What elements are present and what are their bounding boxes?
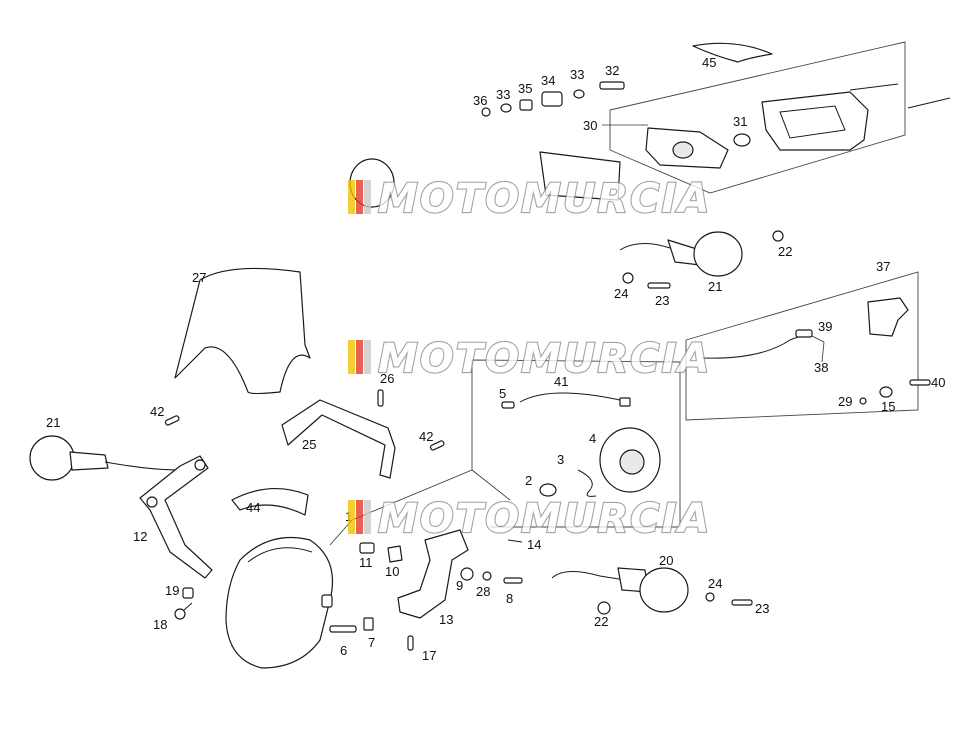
label-36: 36: [473, 93, 487, 108]
label-4: 4: [589, 431, 596, 446]
part-21-front-indicator: [29, 435, 181, 481]
part-number-labels: 45 32 33 34 35 33 36 30 31 22 24 23 21 3…: [46, 55, 945, 663]
part-13-headlight-mount: [397, 529, 469, 619]
part-10-bushing: [387, 545, 403, 563]
part-17-screw: [407, 635, 414, 651]
watermark-middle: MOTOMURCIA: [348, 335, 711, 383]
watermark-text-middle: MOTOMURCIA: [378, 336, 711, 382]
part-1-headlight: [225, 536, 334, 669]
label-26: 26: [380, 371, 394, 386]
label-42a: 42: [150, 404, 164, 419]
label-35: 35: [518, 81, 532, 96]
part-20-indicator: [551, 567, 753, 615]
label-9: 9: [456, 578, 463, 593]
part-41-connector: [619, 397, 631, 407]
label-33b: 33: [496, 87, 510, 102]
part-19-clip: [182, 587, 194, 599]
label-12: 12: [133, 529, 147, 544]
label-13: 13: [439, 612, 453, 627]
label-40: 40: [931, 375, 945, 390]
label-42b: 42: [419, 429, 433, 444]
label-2: 2: [525, 473, 532, 488]
label-6: 6: [340, 643, 347, 658]
label-21b: 21: [46, 415, 60, 430]
label-10: 10: [385, 564, 399, 579]
part-18-screw: [174, 602, 193, 620]
part-28-washer: [482, 571, 492, 581]
label-23a: 23: [655, 293, 669, 308]
label-38: 38: [814, 360, 828, 375]
label-41: 41: [554, 374, 568, 389]
part-2-bulb: [539, 483, 557, 497]
taillight-group-box: [609, 41, 906, 194]
headlight-internals-box: [471, 359, 681, 528]
label-34: 34: [541, 73, 555, 88]
label-21a: 21: [708, 279, 722, 294]
watermark-bottom: MOTOMURCIA: [348, 495, 711, 543]
label-23b: 23: [755, 601, 769, 616]
label-27: 27: [192, 270, 206, 285]
label-14: 14: [527, 537, 541, 552]
label-45: 45: [702, 55, 716, 70]
watermark-text-top: MOTOMURCIA: [378, 176, 711, 222]
label-19: 19: [165, 583, 179, 598]
part-44-headlight-trim: [231, 488, 309, 516]
label-33: 33: [570, 67, 584, 82]
part-45-reflector-strip: [692, 42, 773, 63]
label-22a: 22: [778, 244, 792, 259]
watermark-text-bottom: MOTOMURCIA: [378, 496, 711, 542]
part-6-adjuster-spring: [329, 625, 357, 633]
plate-light-group-box: [685, 271, 919, 421]
part-8-screw: [503, 577, 523, 584]
part-42-spacer-left: [164, 415, 180, 426]
label-24b: 24: [708, 576, 722, 591]
label-24a: 24: [614, 286, 628, 301]
part-12-indicator-bracket: [139, 455, 213, 579]
label-30: 30: [583, 118, 597, 133]
part-37-plate-light: [701, 297, 931, 405]
label-32: 32: [605, 63, 619, 78]
part-41-wiring: [519, 392, 621, 403]
label-3: 3: [557, 452, 564, 467]
label-29: 29: [838, 394, 852, 409]
label-31: 31: [733, 114, 747, 129]
part-7-nut: [363, 617, 374, 631]
label-37: 37: [876, 259, 890, 274]
label-20: 20: [659, 553, 673, 568]
part-25-headlight-bracket: [281, 399, 396, 479]
label-7: 7: [368, 635, 375, 650]
label-25: 25: [302, 437, 316, 452]
part-4-bulb-holder: [599, 427, 661, 493]
taillight-fasteners: [481, 81, 625, 117]
part-5-bulb: [501, 401, 515, 409]
label-39: 39: [818, 319, 832, 334]
label-22b: 22: [594, 614, 608, 629]
watermark-top: MOTOMURCIA: [348, 175, 711, 223]
part-11-clip: [359, 542, 375, 554]
label-17: 17: [422, 648, 436, 663]
label-15: 15: [881, 399, 895, 414]
part-42-spacer-right: [429, 440, 445, 451]
part-3-spring-clip: [577, 469, 597, 497]
label-28: 28: [476, 584, 490, 599]
part-21-rear-indicator: [619, 230, 784, 289]
part-14-screw: [507, 539, 523, 543]
part-26-screw: [377, 389, 384, 407]
label-44: 44: [246, 500, 260, 515]
part-9-grommet: [460, 567, 474, 581]
label-8: 8: [506, 591, 513, 606]
label-18: 18: [153, 617, 167, 632]
label-11: 11: [359, 555, 373, 570]
label-5: 5: [499, 386, 506, 401]
part-30-taillight-housing: [645, 83, 951, 169]
part-27-windscreen: [174, 267, 311, 395]
